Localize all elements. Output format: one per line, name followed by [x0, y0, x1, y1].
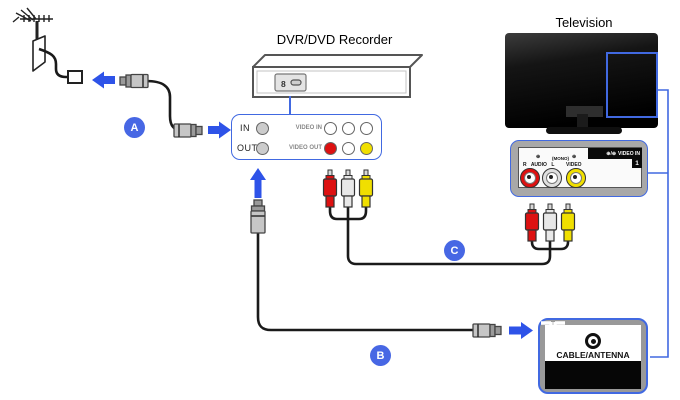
- video-out-port-red: [324, 142, 337, 155]
- rca-plug-white: [340, 169, 356, 208]
- antenna-in-port: [256, 122, 269, 135]
- cable-antenna-symbol-area: [541, 321, 641, 389]
- tv-av-panel: ⊕/⊕ VIDEO IN 1 ⊕ (MONO) ⊕ R AUDIO L VIDE…: [510, 140, 648, 197]
- coax-cable-a: [119, 73, 203, 138]
- video-in-port-2: [342, 122, 355, 135]
- tv-callout-lines: [648, 89, 669, 358]
- out-port-label: OUT: [237, 143, 258, 153]
- arrow-up-icon: [250, 168, 266, 198]
- badge-b: B: [370, 345, 391, 366]
- arrow-right-icon-antenna-box: [509, 322, 533, 339]
- rca-plug-white-tv: [542, 203, 558, 242]
- recorder-title: DVR/DVD Recorder: [276, 32, 393, 47]
- antenna-symbol-icon: [541, 321, 565, 336]
- tv-device: [505, 33, 658, 134]
- video-out-port-yellow: [360, 142, 373, 155]
- tv-av-panel-face: ⊕/⊕ VIDEO IN 1 ⊕ (MONO) ⊕ R AUDIO L VIDE…: [518, 147, 642, 188]
- badge-c: C: [444, 240, 465, 261]
- cable-antenna-face: CABLE/ANTENNA: [545, 325, 641, 361]
- dvr-display-slot: [290, 79, 302, 86]
- cable-antenna-box: CABLE/ANTENNA: [538, 318, 648, 394]
- video-input-icon: ⊕: [572, 154, 577, 160]
- audio-jacks-label: R AUDIO L: [523, 162, 555, 168]
- composite-cable-c: [322, 169, 576, 266]
- audio-jack-l: [542, 168, 562, 188]
- video-in-port-1: [324, 122, 337, 135]
- input-number: 1: [632, 159, 642, 168]
- audio-input-icon: ⊕: [536, 154, 541, 160]
- mono-label: (MONO): [552, 156, 569, 161]
- video-in-badge: ⊕/⊕ VIDEO IN: [588, 148, 642, 159]
- dvr-display-text: 8: [281, 79, 286, 89]
- video-in-port-3: [360, 122, 373, 135]
- video-out-port-white: [342, 142, 355, 155]
- antenna-lead-cable: [38, 47, 69, 79]
- antenna-lead-connector: [67, 70, 83, 84]
- coax-cable-b: [250, 199, 502, 338]
- recorder-jack-panel: IN OUT VIDEO IN VIDEO OUT: [231, 114, 382, 160]
- arrow-right-icon-in: [208, 121, 231, 139]
- video-out-label: VIDEO OUT: [288, 145, 322, 151]
- antenna-out-port: [256, 142, 269, 155]
- audio-jack-r: [520, 168, 540, 188]
- cable-antenna-label: CABLE/ANTENNA: [556, 350, 630, 360]
- antenna-icon: [12, 7, 53, 72]
- rca-plug-yellow-tv: [560, 203, 576, 242]
- in-port-label: IN: [240, 123, 250, 133]
- coax-port-icon: [585, 333, 601, 349]
- tv-title: Television: [555, 15, 613, 30]
- tv-input-zone-outline: [606, 52, 658, 118]
- video-jack: [566, 168, 586, 188]
- rca-plug-red: [322, 169, 338, 208]
- badge-a: A: [124, 117, 145, 138]
- video-in-label: VIDEO IN: [295, 125, 322, 131]
- arrow-left-icon: [92, 71, 115, 89]
- rca-plug-yellow: [358, 169, 374, 208]
- video-in-badge-label: VIDEO IN: [618, 150, 640, 157]
- video-jack-label: VIDEO: [566, 162, 582, 168]
- rca-plug-red-tv: [524, 203, 540, 242]
- input-icons: ⊕/⊕: [606, 150, 617, 157]
- dvr-device: 8: [252, 54, 423, 98]
